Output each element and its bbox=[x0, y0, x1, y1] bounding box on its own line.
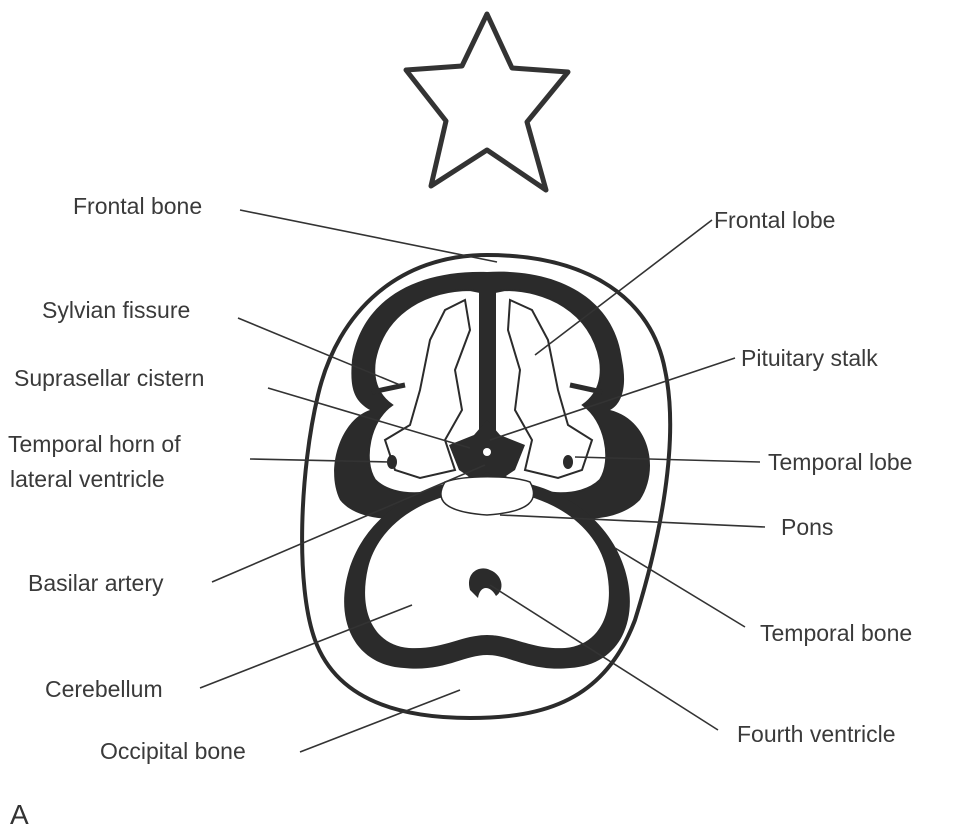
label-cerebellum: Cerebellum bbox=[45, 676, 163, 702]
label-frontal-bone: Frontal bone bbox=[73, 193, 202, 219]
label-fourth-ventricle: Fourth ventricle bbox=[737, 721, 896, 747]
label-pons: Pons bbox=[781, 514, 833, 540]
pons bbox=[441, 477, 534, 515]
label-frontal-lobe: Frontal lobe bbox=[714, 207, 835, 233]
label-temporal-bone: Temporal bone bbox=[760, 620, 912, 646]
label-sylvian-fissure: Sylvian fissure bbox=[42, 297, 190, 323]
pituitary-stalk bbox=[483, 448, 491, 456]
right-temporal-horn bbox=[563, 455, 573, 469]
label-basilar-artery: Basilar artery bbox=[28, 570, 164, 596]
label-temporal-horn-line1: Temporal horn of bbox=[8, 431, 181, 457]
label-suprasellar-cistern: Suprasellar cistern bbox=[14, 365, 204, 391]
label-pituitary-stalk: Pituitary stalk bbox=[741, 345, 878, 371]
leader-frontal-bone bbox=[240, 210, 497, 262]
panel-letter: A bbox=[10, 799, 29, 830]
label-temporal-horn-line2: lateral ventricle bbox=[10, 466, 165, 492]
label-occipital-bone: Occipital bone bbox=[100, 738, 246, 764]
label-temporal-lobe: Temporal lobe bbox=[768, 449, 912, 475]
star-icon bbox=[406, 14, 568, 190]
